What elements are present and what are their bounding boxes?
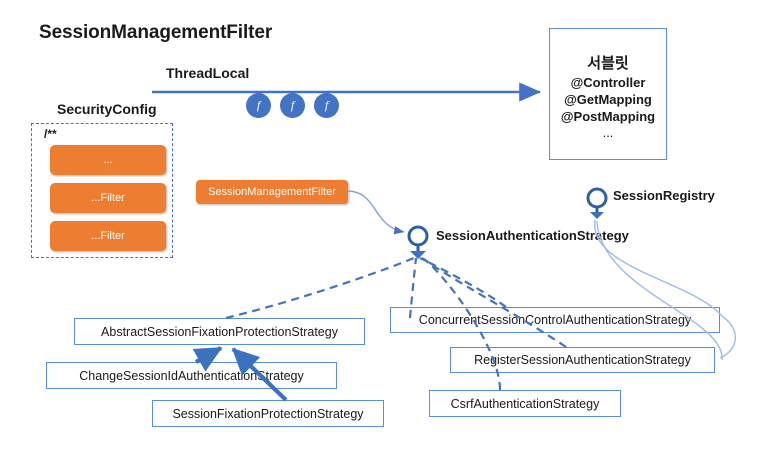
session-registry-label: SessionRegistry	[613, 188, 715, 203]
page-title: SessionManagementFilter	[39, 22, 273, 43]
filter-chip[interactable]: ...Filter	[50, 221, 166, 251]
filter-chip[interactable]: ...Filter	[50, 183, 166, 213]
securityconfig-label: SecurityConfig	[57, 101, 157, 117]
class-box-csrf-authentication-strategy[interactable]: CsrfAuthenticationStrategy	[429, 390, 621, 417]
session-management-filter-node[interactable]: SessionManagementFilter	[196, 180, 348, 204]
filter-marker-icon: f	[314, 93, 339, 118]
servlet-annotation-getmapping: @GetMapping	[564, 91, 652, 107]
url-pattern-label: /**	[44, 127, 57, 141]
servlet-title: 서블릿	[587, 54, 629, 72]
filter-marker-icon: f	[280, 93, 305, 118]
threadlocal-label: ThreadLocal	[166, 65, 250, 81]
filter-marker-icon: f	[246, 93, 271, 118]
class-box-register-session-authentication-strategy[interactable]: RegisterSessionAuthenticationStrategy	[450, 347, 715, 373]
session-registry-lollipop	[586, 187, 608, 219]
session-authentication-strategy-label: SessionAuthenticationStrategy	[436, 228, 629, 243]
class-box-abstract-session-fixation-protection-strategy[interactable]: AbstractSessionFixationProtectionStrateg…	[74, 318, 365, 345]
class-box-change-session-id-authentication-strategy[interactable]: ChangeSessionIdAuthenticationStrategy	[46, 362, 337, 389]
filter-chip[interactable]: ...	[50, 145, 166, 175]
class-box-concurrent-session-control-authentication-strategy[interactable]: ConcurrentSessionControlAuthenticationSt…	[390, 307, 720, 333]
servlet-annotation-postmapping: @PostMapping	[560, 108, 656, 124]
session-authentication-strategy-lollipop	[407, 225, 429, 259]
servlet-annotation-controller: @Controller	[570, 74, 646, 90]
class-box-session-fixation-protection-strategy[interactable]: SessionFixationProtectionStrategy	[152, 400, 384, 427]
servlet-ellipsis: ...	[602, 124, 614, 140]
filter-to-strategy-connector	[347, 190, 405, 235]
servlet-box: 서블릿 @Controller @GetMapping @PostMapping…	[549, 28, 667, 160]
